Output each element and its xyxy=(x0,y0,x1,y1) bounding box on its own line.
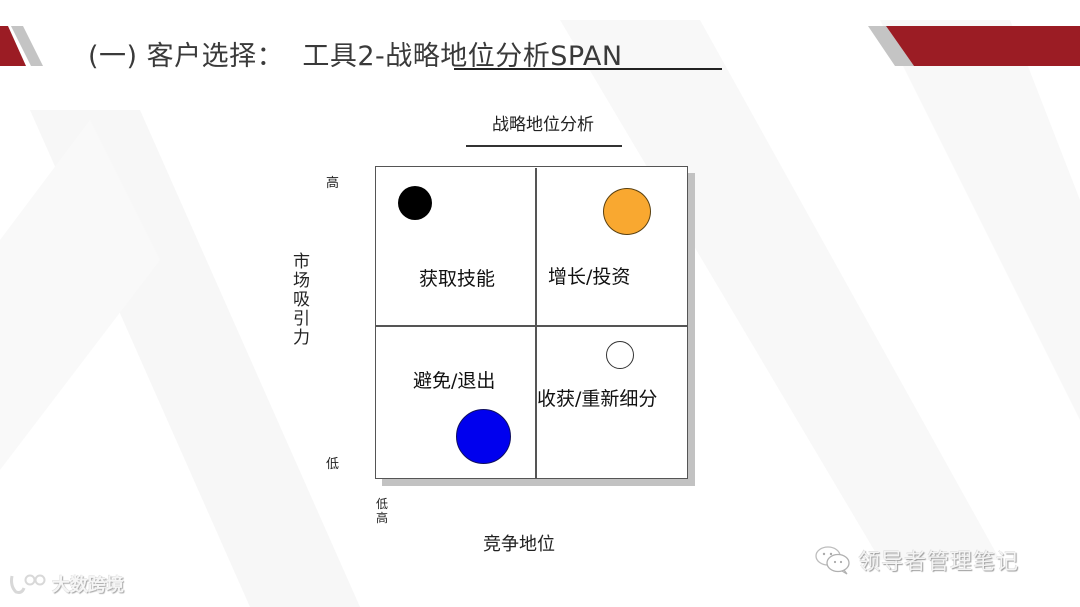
wechat-icon xyxy=(815,546,850,575)
wechat-account-name: 领导者管理笔记 xyxy=(858,550,1020,575)
y-axis-title: 市场吸引力 xyxy=(289,252,309,347)
quadrant-label-bottom-left: 避免/退出 xyxy=(413,370,496,392)
matrix-divider-vertical xyxy=(535,168,537,478)
diagram-title: 战略地位分析 xyxy=(492,115,594,135)
wechat-watermark: 领导者管理笔记 xyxy=(814,544,1019,576)
brand-watermark: 大数跨境 xyxy=(8,571,124,597)
marker-blue-dot xyxy=(456,409,511,464)
brand-logo-icon xyxy=(10,574,46,594)
marker-black-dot xyxy=(398,186,432,220)
matrix-divider-horizontal xyxy=(376,325,687,327)
quadrant-label-top-left: 获取技能 xyxy=(419,268,496,290)
x-axis-low-label: 低 xyxy=(376,497,389,511)
page-title: (一) 客户选择： 工具2-战略地位分析SPAN xyxy=(88,41,623,72)
quadrant-label-bottom-right: 收获/重新细分 xyxy=(537,388,658,410)
diagram-title-rule xyxy=(466,145,622,147)
x-axis-high-label: 高 xyxy=(376,511,389,525)
x-axis-title: 竞争地位 xyxy=(483,534,555,555)
marker-white-dot xyxy=(606,341,634,369)
marker-orange-dot xyxy=(603,188,651,235)
quadrant-label-top-right: 增长/投资 xyxy=(548,266,631,288)
y-axis-low-label: 低 xyxy=(326,457,340,472)
x-axis-range-labels: 低 高 xyxy=(376,497,390,525)
matrix-box xyxy=(375,166,688,479)
brand-name: 大数跨境 xyxy=(52,575,124,596)
header-accent-bar-right-red xyxy=(886,26,1080,66)
y-axis-high-label: 高 xyxy=(326,176,340,191)
title-underline xyxy=(454,68,722,70)
